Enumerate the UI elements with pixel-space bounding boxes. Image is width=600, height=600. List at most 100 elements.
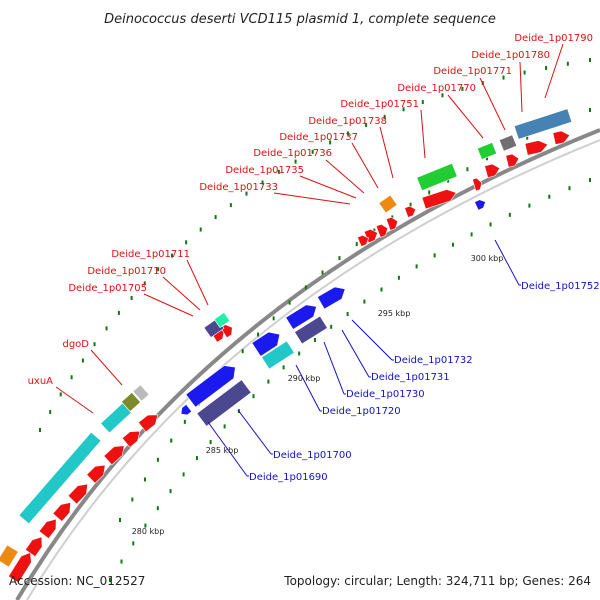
gene-teal-1710-shape	[213, 312, 231, 328]
cds-red-0-shape	[8, 552, 32, 584]
gc-tick-b-23	[451, 242, 454, 247]
label-deide-1p01700: Deide_1p01700	[273, 450, 352, 461]
gc-tick-b-12	[267, 379, 270, 384]
gc-tick-c-11	[272, 316, 275, 321]
cds-red-18	[524, 140, 549, 156]
gc-tick-c-1	[131, 497, 134, 502]
gc-tick-a-11	[170, 253, 173, 258]
gc-tick-a-10	[157, 267, 160, 272]
gc-tick-c-28	[589, 108, 591, 112]
gene-purple-1690	[196, 379, 252, 427]
gene-purple-1731	[294, 315, 328, 345]
gc-tick-c-16	[355, 242, 358, 247]
cds-red-8	[138, 414, 159, 433]
label-deide-1p01732: Deide_1p01732	[394, 355, 473, 366]
gc-tick-b-9	[223, 424, 226, 429]
cds-red-16-shape	[484, 163, 501, 178]
cds-red-4	[67, 483, 88, 505]
leader-red-4	[420, 109, 426, 159]
gc-tick-a-34	[589, 58, 591, 62]
gene-orange-left-shape	[0, 544, 19, 568]
cds-red-15	[472, 177, 483, 192]
label-leader-lines	[55, 43, 564, 477]
gene-blue-1720-shape	[251, 331, 281, 357]
gc-tick-a-32	[545, 65, 548, 70]
label-deide-1p01730: Deide_1p01730	[346, 389, 425, 400]
gc-tick-c-22	[466, 167, 469, 172]
gc-tick-b-22	[433, 253, 436, 258]
gene-green-1751	[416, 163, 458, 191]
gc-tick-b-18	[363, 299, 366, 304]
label-uxua: uxuA	[28, 376, 54, 387]
gc-tick-a-9	[143, 281, 146, 286]
gene-cyan-dgod	[100, 402, 132, 434]
gene-cyan-1730-shape	[261, 340, 295, 370]
cds-red-19	[552, 130, 571, 145]
label-deide-1p01790: Deide_1p01790	[514, 33, 593, 44]
gene-gray-1771-shape	[498, 134, 518, 152]
leader-red-8	[299, 175, 357, 199]
gc-tick-a-27	[441, 93, 444, 98]
leader-blue-2	[341, 329, 370, 378]
cds-red-17-shape	[505, 153, 520, 168]
label-deide-1p01737: Deide_1p01737	[279, 132, 358, 143]
gene-blue-1752	[474, 199, 486, 211]
cds-red-15-shape	[472, 177, 483, 192]
gene-gray-1771	[498, 134, 518, 152]
gc-tick-b-19	[380, 287, 383, 292]
cds-red-extra-b	[357, 234, 369, 247]
label-deide-1p01710: Deide_1p01710	[87, 266, 166, 277]
cds-red-extra-a	[404, 205, 417, 218]
gc-tick-c-19	[409, 202, 412, 207]
label-deide-1p01738: Deide_1p01738	[308, 116, 387, 127]
cds-red-5	[86, 464, 106, 484]
gc-tick-b-3	[144, 523, 147, 528]
gc-tick-b-0	[109, 578, 111, 582]
gc-tick-a-28	[461, 86, 464, 91]
gc-tick-a-20	[311, 149, 314, 154]
cds-red-7-shape	[121, 430, 141, 448]
gene-blue-1732	[316, 286, 346, 310]
gc-tick-c-5	[183, 419, 186, 424]
gc-tick-b-8	[209, 440, 212, 445]
cds-red-7	[121, 430, 141, 448]
gene-blue-small	[180, 403, 193, 416]
cds-red-12	[375, 223, 389, 238]
gc-tick-a-1	[49, 409, 52, 414]
label-deide-1p01735: Deide_1p01735	[225, 165, 304, 176]
gc-tick-c-18	[391, 215, 394, 220]
gc-tick-b-14	[298, 351, 301, 356]
gene-green-1751-shape	[416, 163, 458, 191]
gc-tick-a-4	[81, 358, 84, 363]
gc-tick-a-24	[383, 114, 386, 119]
gc-tick-c-21	[447, 178, 450, 183]
gc-tick-b-5	[169, 489, 172, 494]
gc-tick-b-11	[252, 394, 255, 399]
scale-label-295kbp: 295 kbp	[378, 309, 411, 318]
gc-tick-c-17	[373, 228, 376, 233]
scale-label-300kbp: 300 kbp	[471, 254, 504, 263]
gc-tick-b-13	[282, 365, 285, 370]
gc-tick-a-23	[365, 122, 368, 127]
gene-teal-1710	[213, 312, 231, 328]
gene-lightgray-shape	[132, 384, 150, 402]
gc-tick-a-33	[566, 61, 569, 66]
gc-tick-b-20	[397, 275, 400, 280]
gc-tick-c-20	[428, 190, 431, 195]
gene-cyan-uxua	[18, 431, 102, 525]
gene-cyan-dgod-shape	[100, 402, 132, 434]
gc-tick-a-16	[245, 191, 248, 196]
scale-label-290kbp: 290 kbp	[288, 374, 321, 383]
gc-tick-b-26	[508, 212, 511, 217]
cds-red-5-shape	[86, 464, 106, 484]
label-deide-1p01770: Deide_1p01770	[397, 83, 476, 94]
gc-tick-c-25	[526, 135, 529, 140]
gc-tick-a-6	[105, 326, 108, 331]
scale-label-280kbp: 280 kbp	[132, 527, 165, 536]
topology-text: Topology: circular; Length: 324,711 bp; …	[283, 574, 591, 588]
gene-blue-1731a-shape	[285, 304, 317, 330]
label-deide-1p01736: Deide_1p01736	[253, 148, 332, 159]
leader-blue-6	[207, 421, 248, 477]
leader-red-14	[55, 386, 94, 414]
cds-red-18-shape	[524, 140, 549, 156]
